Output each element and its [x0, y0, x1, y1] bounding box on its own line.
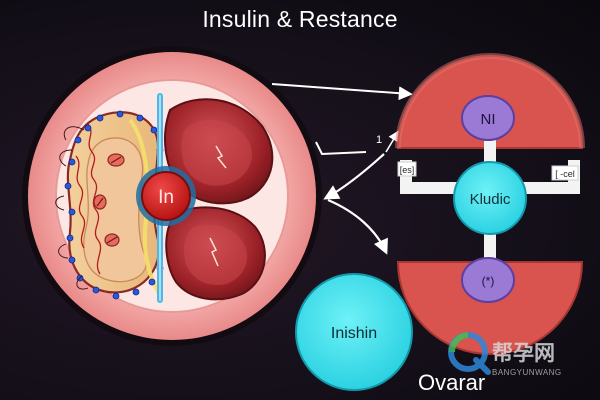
lower-lobe-crack [209, 237, 219, 267]
arrow-down [327, 198, 388, 255]
red-cell-ovals [93, 153, 125, 247]
watermark: 帮孕网 BANGYUNWANG [448, 332, 562, 377]
hair-strands [55, 126, 89, 290]
left-cell-inner [83, 137, 147, 283]
watermark-latin: BANGYUNWANG [492, 368, 562, 377]
nucleus-label: In [158, 187, 174, 208]
bottom-circle-group: Inishin [295, 273, 413, 391]
right-bracket-label: [ -cel [555, 169, 575, 179]
diagram-title: Insulin & Restance [202, 6, 398, 32]
bottom-circle-label: Inishin [331, 325, 377, 342]
bottom-purple-node [461, 257, 515, 303]
yellow-stripe [128, 118, 160, 293]
organ-cross-section: In [22, 46, 322, 346]
arrow-to-top-structure [271, 83, 413, 101]
bottom-node-label: (*) [482, 274, 495, 288]
arrow-to-organ [323, 153, 385, 200]
connector-arrows: 1 [271, 83, 413, 255]
bracket-line [315, 141, 367, 156]
bottom-cyan-circle [295, 273, 413, 391]
left-bracket-label: [es] [400, 165, 415, 175]
top-purple-node [461, 95, 515, 141]
right-bracket-tag [551, 165, 579, 181]
lower-lobe-inner [184, 224, 248, 286]
vessel-line-1 [87, 123, 102, 275]
upper-lobe-crack [215, 145, 227, 169]
right-structure: [es] [ -cel NI (*) Kludic [395, 53, 585, 355]
left-bracket-tag [397, 161, 417, 177]
top-node-label: NI [481, 111, 496, 128]
center-node-label: Kludic [470, 191, 511, 208]
bottom-half-disc [396, 261, 584, 355]
watermark-chinese: 帮孕网 [492, 341, 555, 365]
arrow-tick-label: 1 [376, 134, 382, 146]
footer-label: Ovarar [418, 370, 485, 395]
center-cyan-node [453, 161, 527, 235]
vessel-line-2 [75, 155, 86, 249]
watermark-logo-icon [448, 332, 491, 375]
upper-lobe-inner [181, 119, 252, 186]
central-nucleus [141, 171, 191, 221]
